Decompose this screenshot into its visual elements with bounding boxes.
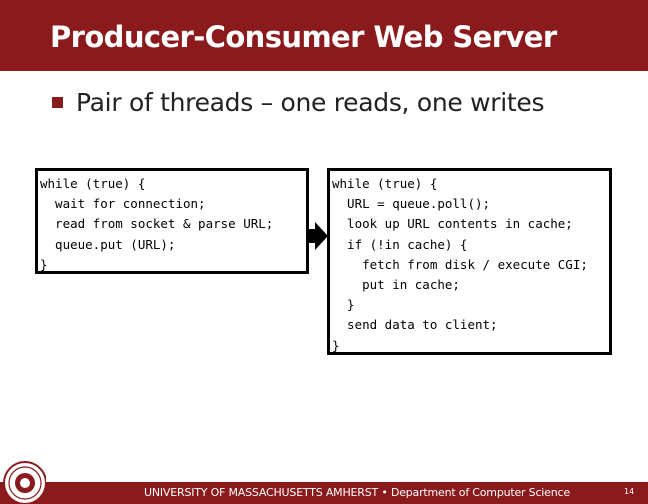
code-line: send data to client; — [332, 317, 498, 333]
code-line: wait for connection; — [40, 196, 206, 212]
university-seal-icon — [3, 461, 46, 504]
footer-bar — [0, 482, 648, 504]
code-line: URL = queue.poll(); — [332, 196, 491, 212]
code-line: fetch from disk / execute CGI; — [332, 256, 588, 272]
code-line: read from socket & parse URL; — [40, 216, 274, 232]
code-line: while (true) { — [40, 176, 146, 191]
bullet-square-icon — [52, 97, 63, 108]
slide-title: Producer-Consumer Web Server — [50, 20, 557, 54]
page-number: 14 — [624, 487, 635, 496]
code-line: if (!in cache) { — [332, 236, 468, 252]
footer-university: UNIVERSITY OF MASSACHUSETTS AMHERST — [144, 486, 379, 499]
title-bar — [0, 0, 648, 71]
footer-department: Department of Computer Science — [390, 486, 570, 499]
code-line: put in cache; — [332, 277, 460, 293]
code-line: } — [332, 337, 340, 353]
code-line: look up URL contents in cache; — [332, 216, 573, 232]
code-line: } — [332, 297, 355, 313]
code-line: } — [40, 256, 48, 272]
code-line: while (true) { — [332, 176, 438, 191]
footer-text: UNIVERSITY OF MASSACHUSETTS AMHERST • De… — [144, 486, 570, 499]
arrow-right-icon — [306, 222, 328, 250]
code-line: queue.put (URL); — [40, 236, 176, 252]
producer-code-box: while (true) { wait for connection; read… — [35, 168, 309, 274]
bullet-text: Pair of threads – one reads, one writes — [76, 88, 545, 117]
footer-separator: • — [381, 486, 388, 499]
consumer-code-box: while (true) { URL = queue.poll(); look … — [327, 168, 612, 355]
